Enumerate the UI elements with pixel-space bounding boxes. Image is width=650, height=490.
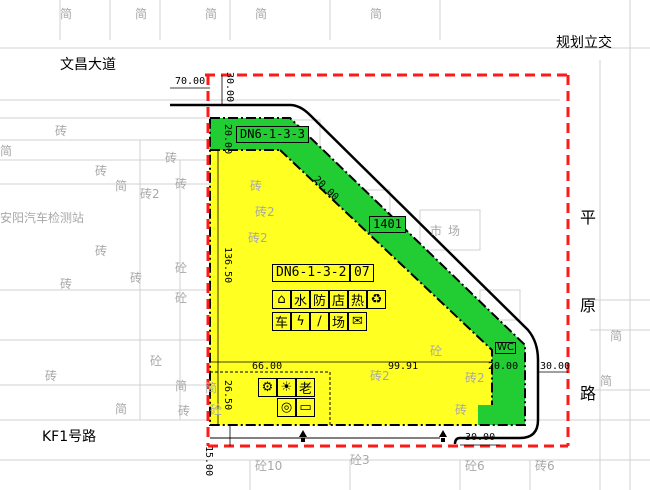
bg-label: 简 [115,179,128,193]
mail-icon: ✉ [348,312,367,331]
dim-sub-height: 26.50 [222,380,233,411]
bg-label: 砼 [175,291,188,305]
bg-label: 简 [255,7,268,21]
bg-label: 场 [448,224,461,238]
main-parcel-suffix: 07 [350,264,374,283]
dim-top-left: 70.00 [175,76,206,87]
bg-label: 安阳汽车检测站 [0,211,85,225]
bg-label: 市 [430,224,443,238]
bg-label: 砖 [178,404,191,418]
entrance-markers [299,430,447,442]
bg-label: 简 [205,381,218,395]
bg-label: 简 [0,144,13,158]
road-label-south: KF1号路 [42,429,97,445]
bg-label: 砼10 [255,459,283,473]
road-label-east-1: 平 [580,208,597,227]
target-icon: ◎ [277,398,296,417]
dim-west-height: 136.50 [222,247,233,284]
green-strip-parcel [210,118,525,425]
home-icon: ⌂ [272,290,291,309]
bg-label: 简 [610,329,623,343]
road-label-east-2: 原 [580,296,597,315]
facility-water: 水 [291,290,310,309]
bg-label: 砖2 [248,231,268,245]
bg-label: 砼 [175,261,188,275]
bg-label: 砖 [95,164,108,178]
bg-label: 砼6 [465,459,485,473]
bg-label: 砼 [150,354,163,368]
main-parcel-code: DN6-1-3-2 [272,264,351,283]
green-parcel-label: 1401 [369,216,406,234]
dim-green-width-e: 20.00 [488,361,519,372]
facility-elderly: 老 [296,378,315,397]
main-parcel [210,150,492,425]
bg-label: 砼 [430,344,443,358]
bg-label: 砖 [250,179,263,193]
bg-label: 砖 [455,403,468,417]
bg-label: 简 [600,374,613,388]
rect-icon: ▭ [296,398,315,417]
gear-icon: ⚙ [258,378,277,397]
parcel-boundary [209,117,526,426]
dimension-lines [170,75,568,446]
sun-icon: ☀ [277,378,296,397]
road-edge-line [170,103,540,445]
slash-icon: ∕ [310,312,329,331]
facility-shop: 店 [329,290,348,309]
bg-label: 砖 [175,177,188,191]
dim-east-offset: 30.00 [540,361,571,372]
bg-label: 砖 [60,277,73,291]
bg-label: 砼 [210,403,223,417]
bg-label: 简 [175,379,188,393]
bg-label: 砖 [95,244,108,258]
bg-label: 简 [60,7,73,21]
road-label-north: 文昌大道 [60,57,116,73]
dim-green-width-w: 20.00 [222,124,233,155]
facility-field: 场 [329,312,348,331]
road-label-east-3: 路 [580,384,597,403]
bg-label: 简 [205,7,218,21]
bg-label: 砖2 [370,369,390,383]
lightning-icon: ϟ [291,312,310,331]
road-label-east-top: 规划立交 [556,35,612,51]
dim-sub-width: 66.00 [252,361,283,372]
bg-label: 砖 [55,124,68,138]
red-boundary [205,73,570,448]
dim-south-left: 15.00 [203,446,214,477]
bg-label: 简 [115,402,128,416]
green-parcel-code: DN6-1-3-3 [236,126,310,144]
bg-label: 砖6 [535,459,555,473]
bg-label: 砖2 [140,187,160,201]
facility-heat: 热 [348,290,367,309]
bg-label: 砖2 [465,371,485,385]
sub-parcel-line [210,371,331,425]
bg-label: 砖 [130,271,143,285]
dim-main-width: 99.91 [388,361,419,372]
bg-label: 简 [370,7,383,21]
bg-label: 砖 [165,151,178,165]
bg-label: 简 [135,7,148,21]
wc-label: WC [495,342,516,354]
bg-label: 砖 [45,369,58,383]
dim-south-right: 30.00 [465,432,496,443]
dim-top-right: 30.00 [224,72,235,103]
bg-label: 砖2 [255,205,275,219]
facility-car: 车 [272,312,291,331]
bg-label: 砼3 [350,453,370,467]
recycle-icon: ♻ [367,290,386,309]
facility-fire: 防 [310,290,329,309]
